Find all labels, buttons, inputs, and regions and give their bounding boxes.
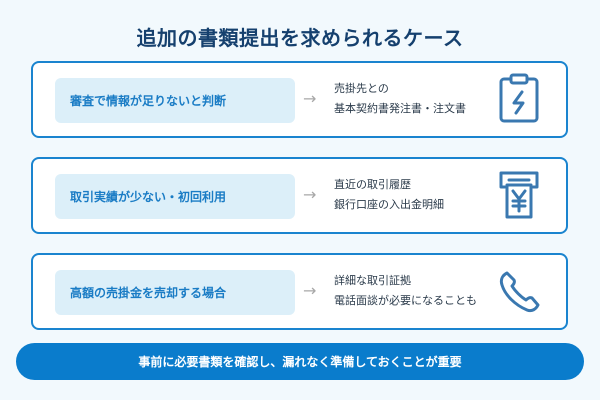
document-line: 基本契約書発注書・注文書: [334, 102, 466, 115]
arrow-right-icon: →: [303, 89, 317, 108]
case-situation: 審査で情報が足りないと判断: [55, 78, 295, 123]
document-line: 直近の取引履歴: [334, 178, 411, 191]
atm-yen-icon: [495, 169, 543, 221]
clipboard-lightning-icon: [495, 73, 543, 125]
arrow-right-icon: →: [303, 185, 317, 204]
required-documents: 売掛先との 基本契約書発注書・注文書: [334, 79, 466, 119]
case-situation: 取引実績が少ない・初回利用: [55, 174, 295, 219]
case-card: 高額の売掛金を売却する場合 → 詳細な取引証拠 電話面談が必要になることも: [31, 253, 568, 330]
required-documents: 直近の取引履歴 銀行口座の入出金明細: [334, 175, 444, 215]
case-situation: 高額の売掛金を売却する場合: [55, 270, 295, 315]
case-card: 審査で情報が足りないと判断 → 売掛先との 基本契約書発注書・注文書: [31, 61, 568, 138]
case-card: 取引実績が少ない・初回利用 → 直近の取引履歴 銀行口座の入出金明細: [31, 157, 568, 234]
document-line: 銀行口座の入出金明細: [334, 198, 444, 211]
arrow-right-icon: →: [303, 281, 317, 300]
document-line: 詳細な取引証拠: [334, 274, 411, 287]
document-line: 売掛先との: [334, 82, 389, 95]
phone-icon: [495, 265, 543, 317]
bottom-note-banner: 事前に必要書類を確認し、漏れなく準備しておくことが重要: [16, 343, 584, 380]
required-documents: 詳細な取引証拠 電話面談が必要になることも: [334, 271, 477, 311]
document-line: 電話面談が必要になることも: [334, 294, 477, 307]
page-title: 追加の書類提出を求められるケース: [136, 26, 464, 50]
